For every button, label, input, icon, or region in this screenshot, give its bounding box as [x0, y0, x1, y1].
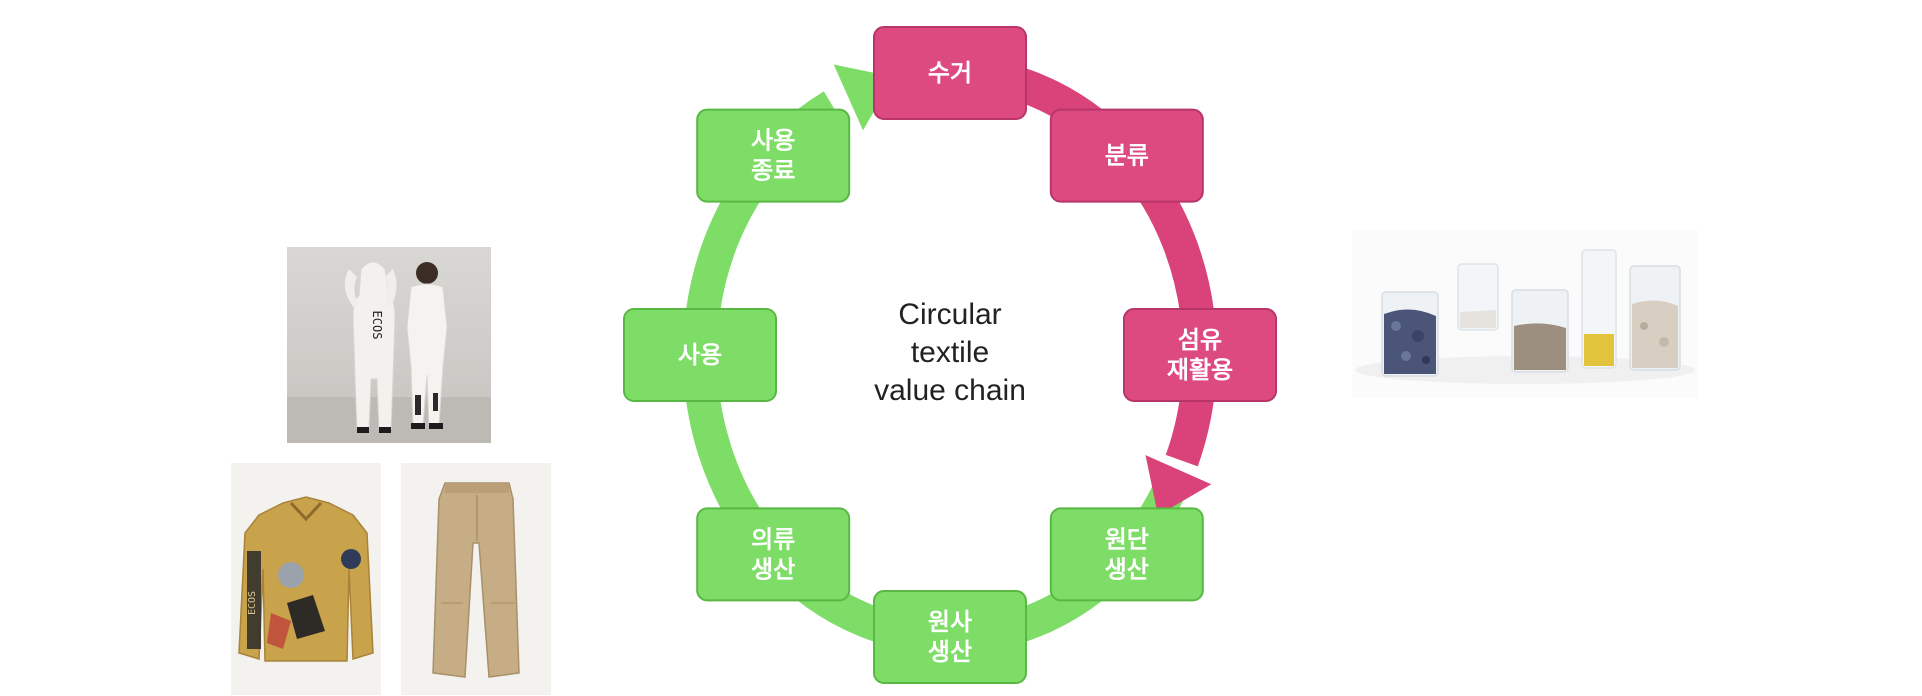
node-label-eol-0: 사용 — [751, 127, 795, 155]
garment-logo-text: ECOS — [370, 311, 384, 340]
center-title-line-2: textile — [911, 336, 989, 369]
node-box-clothing — [696, 507, 851, 602]
node-sort: 분류 — [1049, 108, 1204, 203]
photo-beige-trousers — [401, 463, 551, 695]
node-label-eol-1: 종료 — [751, 157, 795, 185]
node-label-collect-0: 수거 — [928, 59, 972, 87]
recycling-arrowhead — [1145, 455, 1212, 516]
node-box-fiber — [1123, 308, 1277, 402]
node-label-fabric-0: 원단 — [1105, 525, 1149, 553]
center-title-line-3: value chain — [874, 374, 1026, 407]
center-title-line-1: Circular — [898, 298, 1001, 331]
jacket-illustration: ECOS — [231, 463, 381, 695]
node-box-eol — [696, 108, 851, 203]
node-box-yarn — [873, 590, 1027, 684]
photo-recycled-fiber-jars — [1352, 230, 1698, 398]
trousers-illustration — [401, 463, 551, 695]
photo-models-white-outfits: ECOS — [287, 247, 491, 443]
node-label-clothing-1: 생산 — [751, 555, 795, 583]
node-label-clothing-0: 의류 — [751, 525, 795, 553]
node-label-sort-0: 분류 — [1105, 142, 1149, 170]
jars-illustration — [1352, 230, 1698, 398]
node-label-use-0: 사용 — [678, 341, 722, 369]
node-label-fiber-1: 재활용 — [1167, 356, 1233, 384]
node-label-fiber-0: 섬유 — [1178, 326, 1222, 354]
models-illustration: ECOS — [287, 247, 491, 443]
node-use: 사용 — [623, 308, 777, 402]
photo-mustard-jacket: ECOS — [231, 463, 381, 695]
node-label-yarn-1: 생산 — [928, 638, 972, 666]
node-label-yarn-0: 원사 — [928, 608, 972, 636]
node-box-sort — [1049, 108, 1204, 203]
node-box-collect — [873, 26, 1027, 120]
node-collect: 수거 — [873, 26, 1027, 120]
node-box-fabric — [1049, 507, 1204, 602]
node-label-fabric-1: 생산 — [1105, 555, 1149, 583]
node-box-use — [623, 308, 777, 402]
jacket-logo-text: ECOS — [247, 591, 258, 615]
